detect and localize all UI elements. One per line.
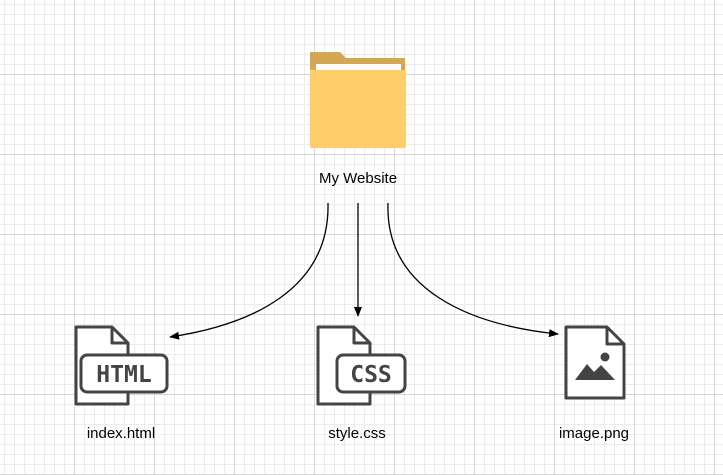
index-html-label: index.html	[86, 425, 156, 442]
image-png-label: image.png	[558, 425, 630, 442]
css-file-icon[interactable]: CSS	[316, 325, 407, 406]
image-sun-icon	[600, 352, 610, 362]
arrow-to-index-html	[169, 202, 329, 340]
html-file-icon[interactable]: HTML	[74, 325, 169, 406]
root-folder-label: My Website	[318, 170, 398, 187]
style-css-label: style.css	[328, 425, 386, 442]
arrow-to-image-png	[387, 202, 559, 338]
css-badge-text: CSS	[350, 362, 392, 388]
html-badge-text: HTML	[96, 362, 151, 388]
folder-icon[interactable]	[310, 52, 406, 148]
image-mountains-icon	[575, 364, 615, 380]
image-file-icon[interactable]	[564, 325, 626, 400]
